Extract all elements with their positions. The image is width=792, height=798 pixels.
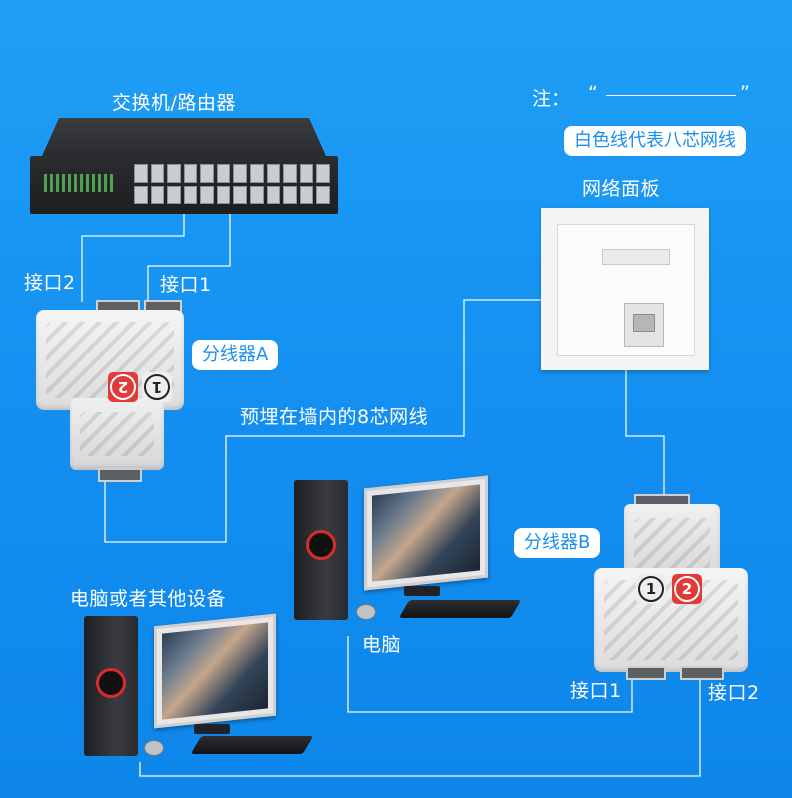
note-open-quote: “ [588,82,598,104]
switch-port [233,164,248,183]
splitter-a-icon: 2 1 [36,300,184,482]
splitter-a-port2-label: 接口2 [24,272,76,294]
legend-pill: 白色线代表八芯网线 [564,126,746,156]
switch-port [167,185,181,204]
wall-plate-label: 网络面板 [582,178,661,200]
pc-label: 电脑 [362,634,402,656]
wire-switch-to-port2 [81,196,185,302]
pc-mouse [356,604,376,620]
splitter-a-badge-2: 2 [108,372,138,402]
splitter-b-body [594,568,748,672]
left-pc-power-ring [96,668,126,698]
wire-plate-to-b [625,370,665,498]
pc-keyboard [398,600,522,618]
pc-stand [404,586,440,596]
splitter-b-port2 [680,666,724,680]
switch-label: 交换机/路由器 [112,92,236,114]
plate-face [557,224,695,356]
note-close-quote: ” [740,82,750,104]
splitter-b-port1-label: 接口1 [570,680,622,702]
splitter-b-port1 [626,666,666,680]
pc-power-ring [306,530,336,560]
left-pc-monitor [154,613,276,729]
wire-a-to-wall [104,299,541,543]
switch-port [316,164,330,183]
switch-port [299,185,314,204]
switch-port [183,185,198,204]
splitter-b-badge-2: 2 [672,574,702,604]
splitter-a-neck [70,398,164,470]
left-pc-keyboard [190,736,314,754]
switch-port [200,185,214,204]
wall-plate-icon [541,208,709,370]
switch-port [283,185,297,204]
switch-port [216,185,231,204]
left-pc-screen [162,622,268,720]
desktop-computer-icon [294,468,524,628]
wire-switch-to-port1 [147,196,231,302]
switch-port [183,164,198,183]
switch-port [266,185,281,204]
switch-port [250,185,264,204]
splitter-b-badge-1: 1 [636,574,666,604]
switch-port [299,164,314,183]
switch-port [283,164,297,183]
note-sample-line [606,95,736,96]
network-switch-icon [30,118,338,214]
splitter-a-port1-label: 接口1 [160,274,212,296]
wire-b-port2-to-leftpc [139,674,701,777]
splitter-a-badge-1: 1 [142,372,172,402]
left-pc-stand [194,724,230,734]
note-prefix: 注： [532,88,571,110]
wall-cable-label: 预埋在墙内的8芯网线 [240,406,429,428]
pc-monitor [364,475,488,591]
switch-leds [44,174,114,192]
switch-port [150,185,165,204]
switch-port [167,164,181,183]
switch-port [250,164,264,183]
pc-screen [372,484,480,582]
left-pc-mouse [144,740,164,756]
switch-port-grid [134,164,330,204]
switch-port [134,185,148,204]
splitter-a-label: 分线器A [192,340,279,370]
splitter-a-bottom-port [98,468,142,482]
wire-b-port1-to-pc [347,636,633,713]
splitter-b-port2-label: 接口2 [708,682,760,704]
switch-port [316,185,330,204]
switch-port [216,164,231,183]
switch-port [134,164,148,183]
splitter-b-icon: 1 2 [594,494,748,680]
switch-top [42,118,326,156]
left-pc-label: 电脑或者其他设备 [70,588,227,610]
plate-jack [624,303,664,347]
switch-port [233,185,248,204]
switch-port [200,164,214,183]
plate-jack-hole [633,314,655,332]
switch-port [266,164,281,183]
plate-label-slot [602,249,670,265]
switch-port [150,164,165,183]
splitter-b-label: 分线器B [514,528,601,558]
desktop-computer-icon-left [84,608,316,766]
